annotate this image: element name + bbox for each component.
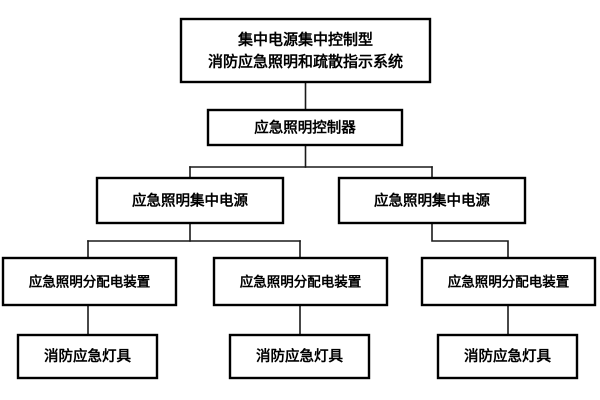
controller-label: 应急照明控制器 xyxy=(254,119,356,137)
distribution-left-label: 应急照明分配电装置 xyxy=(29,274,151,291)
luminaire-left-box[interactable] xyxy=(16,333,159,380)
distribution-middle-label: 应急照明分配电装置 xyxy=(240,274,362,291)
node-controller[interactable]: 应急照明控制器 xyxy=(206,108,404,147)
node-power-supply-right[interactable]: 应急照明集中电源 xyxy=(337,176,527,225)
luminaire-middle-box[interactable] xyxy=(228,333,371,380)
power-supply-left-box[interactable] xyxy=(95,176,285,225)
power-supply-left-label: 应急照明集中电源 xyxy=(132,192,248,210)
node-luminaire-right[interactable]: 消防应急灯具 xyxy=(436,333,579,380)
system-label-line2: 消防应急照明和疏散指示系统 xyxy=(208,53,403,71)
luminaire-left-label: 消防应急灯具 xyxy=(44,347,131,365)
connector-power-right-to-distribution-right xyxy=(431,222,509,259)
system-label-line1: 集中电源集中控制型 xyxy=(237,31,373,49)
distribution-left-box[interactable] xyxy=(1,256,178,307)
distribution-right-box[interactable] xyxy=(420,256,597,307)
connector-layer xyxy=(87,81,509,336)
node-distribution-right[interactable]: 应急照明分配电装置 xyxy=(420,256,597,307)
luminaire-right-label: 消防应急灯具 xyxy=(464,347,551,365)
node-luminaire-left[interactable]: 消防应急灯具 xyxy=(16,333,159,380)
controller-box[interactable] xyxy=(206,108,404,147)
distribution-right-label: 应急照明分配电装置 xyxy=(448,274,570,291)
node-distribution-left[interactable]: 应急照明分配电装置 xyxy=(1,256,178,307)
luminaire-right-box[interactable] xyxy=(436,333,579,380)
power-supply-right-label: 应急照明集中电源 xyxy=(374,192,490,210)
node-luminaire-middle[interactable]: 消防应急灯具 xyxy=(228,333,371,380)
distribution-middle-box[interactable] xyxy=(212,256,389,307)
luminaire-middle-label: 消防应急灯具 xyxy=(256,347,343,365)
system-box[interactable] xyxy=(179,17,432,84)
power-supply-right-box[interactable] xyxy=(337,176,527,225)
node-power-supply-left[interactable]: 应急照明集中电源 xyxy=(95,176,285,225)
node-distribution-middle[interactable]: 应急照明分配电装置 xyxy=(212,256,389,307)
node-system[interactable]: 集中电源集中控制型 消防应急照明和疏散指示系统 xyxy=(179,17,432,84)
